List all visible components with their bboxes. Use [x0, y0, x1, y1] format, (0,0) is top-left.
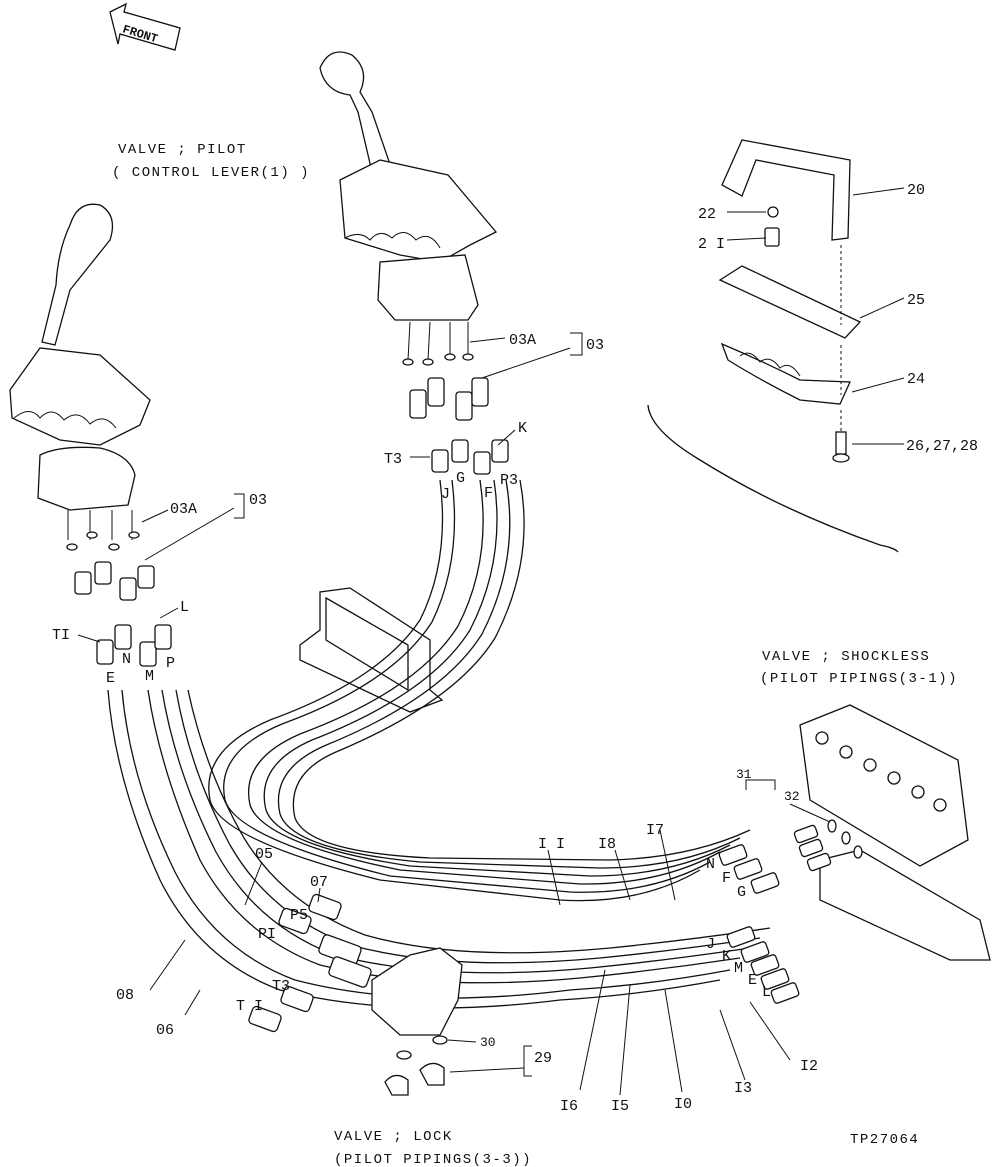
- port-label-k: K: [518, 420, 527, 437]
- port-label-n: N: [122, 651, 131, 668]
- callout-03-left: 03: [249, 492, 267, 509]
- shockless-valve-block: [799, 704, 991, 961]
- callout-15: I5: [611, 1098, 629, 1115]
- callout-12: I2: [800, 1058, 818, 1075]
- callout-30: 30: [480, 1035, 496, 1050]
- callout-03a-left: 03A: [170, 501, 197, 518]
- callout-32: 32: [784, 789, 800, 804]
- drawing-id: TP27064: [850, 1132, 919, 1148]
- hose-bundle-upper: [208, 479, 751, 902]
- port-label-e: E: [106, 670, 115, 687]
- callout-10: I0: [674, 1096, 692, 1113]
- port-label-t3: T3: [384, 451, 402, 468]
- port-label-right-m: M: [734, 960, 743, 977]
- port-label-right-f: F: [722, 870, 731, 887]
- port-label-right-l: L: [762, 984, 771, 1001]
- port-label-p: P: [166, 655, 175, 672]
- callout-05: 05: [255, 846, 273, 863]
- port-label-right-n: N: [706, 856, 715, 873]
- callout-31: 31: [736, 767, 752, 782]
- port-label-right-g: G: [737, 884, 746, 901]
- callout-03a-right: 03A: [509, 332, 536, 349]
- callout-07: 07: [310, 874, 328, 891]
- callout-29: 29: [534, 1050, 552, 1067]
- callout-25: 25: [907, 292, 925, 309]
- port-label-right-e: E: [748, 972, 757, 989]
- port-label-p3: P3: [500, 472, 518, 489]
- left-control-lever: [9, 203, 172, 667]
- hose-clamp: [299, 587, 444, 713]
- callout-21: 2 I: [698, 236, 725, 253]
- callout-13: I3: [734, 1080, 752, 1097]
- port-label-lock-t3: T3: [272, 978, 290, 995]
- lock-valve-caption-line1: VALVE ; LOCK: [334, 1129, 453, 1145]
- port-label-m: M: [145, 668, 154, 685]
- port-label-t1: TI: [52, 627, 70, 644]
- port-labels: K T3 J G F P3 TI L N E M P N F G J K M E…: [52, 420, 771, 1015]
- callout-16: I6: [560, 1098, 578, 1115]
- callout-18: I8: [598, 836, 616, 853]
- callout-17: I7: [646, 822, 664, 839]
- port-label-lock-p1: PI: [258, 926, 276, 943]
- lock-valve-caption-line2: (PILOT PIPINGS(3-3)): [334, 1152, 532, 1167]
- callout-22: 22: [698, 206, 716, 223]
- port-label-l: L: [180, 599, 189, 616]
- pilot-valve-caption-line2: ( CONTROL LEVER(1) ): [112, 165, 310, 181]
- callout-11: I I: [538, 836, 565, 853]
- right-control-lever: [319, 51, 509, 475]
- port-label-g: G: [456, 470, 465, 487]
- port-label-right-j: J: [706, 936, 715, 953]
- front-arrow-icon: FRONT: [109, 2, 181, 51]
- port-label-lock-t1: T I: [236, 998, 263, 1015]
- leader-lines: [77, 187, 905, 1096]
- callout-24: 24: [907, 371, 925, 388]
- shockless-valve-caption-line2: (PILOT PIPINGS(3-1)): [760, 671, 958, 687]
- port-label-lock-p5: P5: [290, 907, 308, 924]
- port-label-f: F: [484, 485, 493, 502]
- callout-20: 20: [907, 182, 925, 199]
- bracket-assembly: [647, 139, 899, 553]
- callouts: 20 22 2 I 25 24 26,27,28 03A 03 03A 03 0…: [116, 182, 978, 1115]
- callout-03-right: 03: [586, 337, 604, 354]
- shockless-valve-caption-line1: VALVE ; SHOCKLESS: [762, 649, 930, 665]
- port-label-right-k: K: [722, 948, 731, 965]
- port-label-j: J: [441, 486, 450, 503]
- callout-06: 06: [156, 1022, 174, 1039]
- callout-08: 08: [116, 987, 134, 1004]
- shockless-fittings: [718, 819, 863, 1004]
- lock-valve: [248, 893, 463, 1096]
- callout-26-27-28: 26,27,28: [906, 438, 978, 455]
- pilot-valve-caption-line1: VALVE ; PILOT: [118, 142, 247, 158]
